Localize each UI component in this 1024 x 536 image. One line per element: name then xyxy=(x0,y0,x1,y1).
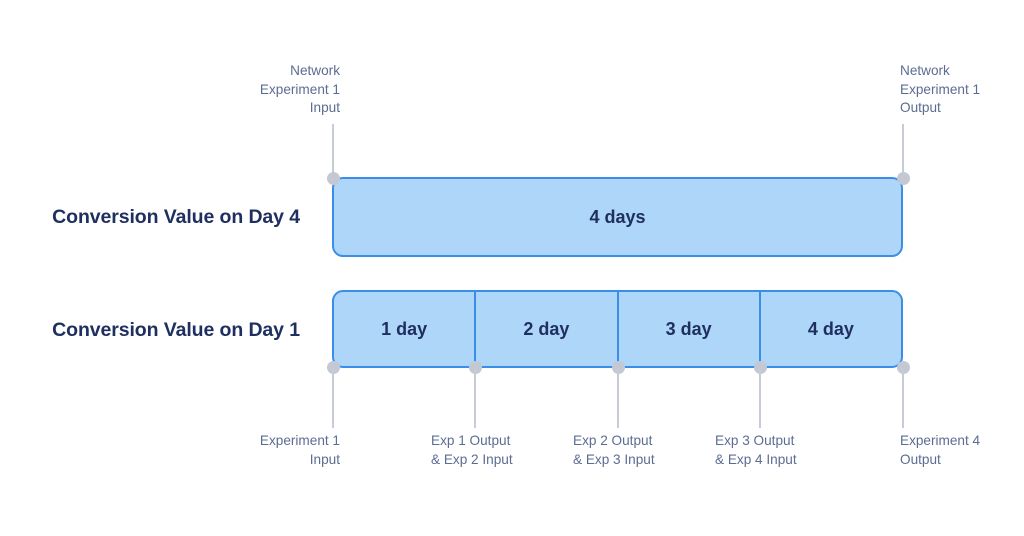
tick-line-experiment-4-output xyxy=(902,368,904,428)
callout-exp3-output-exp4-input: Exp 3 Output & Exp 4 Input xyxy=(715,433,797,467)
bar-segment-label-2-day: 2 day xyxy=(523,318,570,339)
bar-segment-4-day: 4 day xyxy=(758,292,901,366)
marker-dot-network-exp1-input xyxy=(326,171,340,185)
callout-network-experiment-1-input: Network Experiment 1 Input xyxy=(259,63,340,116)
bar-segment-label-4-days: 4 days xyxy=(589,206,646,227)
bar-day4: 4 days xyxy=(332,177,903,257)
marker-dot-experiment-1-input xyxy=(326,360,340,374)
bar-segment-3-day: 3 day xyxy=(616,292,759,366)
callout-network-experiment-1-output: Network Experiment 1 Output xyxy=(900,63,981,116)
bar-day1: 1 day 2 day 3 day 4 day xyxy=(332,290,903,368)
marker-dot-exp2-output-exp3-input xyxy=(611,360,625,374)
bar-segment-label-4-day: 4 day xyxy=(807,318,854,339)
bar-segment-label-3-day: 3 day xyxy=(665,318,712,339)
marker-dot-experiment-4-output xyxy=(896,360,910,374)
tick-line-network-exp1-output xyxy=(902,124,904,178)
tick-line-exp2-output-exp3-input xyxy=(617,368,619,428)
marker-dot-exp1-output-exp2-input xyxy=(468,360,482,374)
callout-exp1-output-exp2-input: Exp 1 Output & Exp 2 Input xyxy=(431,433,513,467)
callout-experiment-4-output: Experiment 4 Output xyxy=(900,433,981,467)
tick-line-experiment-1-input xyxy=(332,368,334,428)
row-label-conversion-value-day-4: Conversion Value on Day 4 xyxy=(52,206,300,228)
bar-segment-2-day: 2 day xyxy=(474,292,616,366)
marker-dot-network-exp1-output xyxy=(896,171,910,185)
tick-line-network-exp1-input xyxy=(332,124,334,178)
tick-line-exp1-output-exp2-input xyxy=(474,368,476,428)
row-label-conversion-value-day-1: Conversion Value on Day 1 xyxy=(52,319,300,341)
bar-segment-1-day: 1 day xyxy=(334,292,474,366)
marker-dot-exp3-output-exp4-input xyxy=(753,360,767,374)
callout-experiment-1-input: Experiment 1 Input xyxy=(259,433,340,467)
callout-exp2-output-exp3-input: Exp 2 Output & Exp 3 Input xyxy=(573,433,655,467)
tick-line-exp3-output-exp4-input xyxy=(759,368,761,428)
bar-segment-label-1-day: 1 day xyxy=(381,318,428,339)
